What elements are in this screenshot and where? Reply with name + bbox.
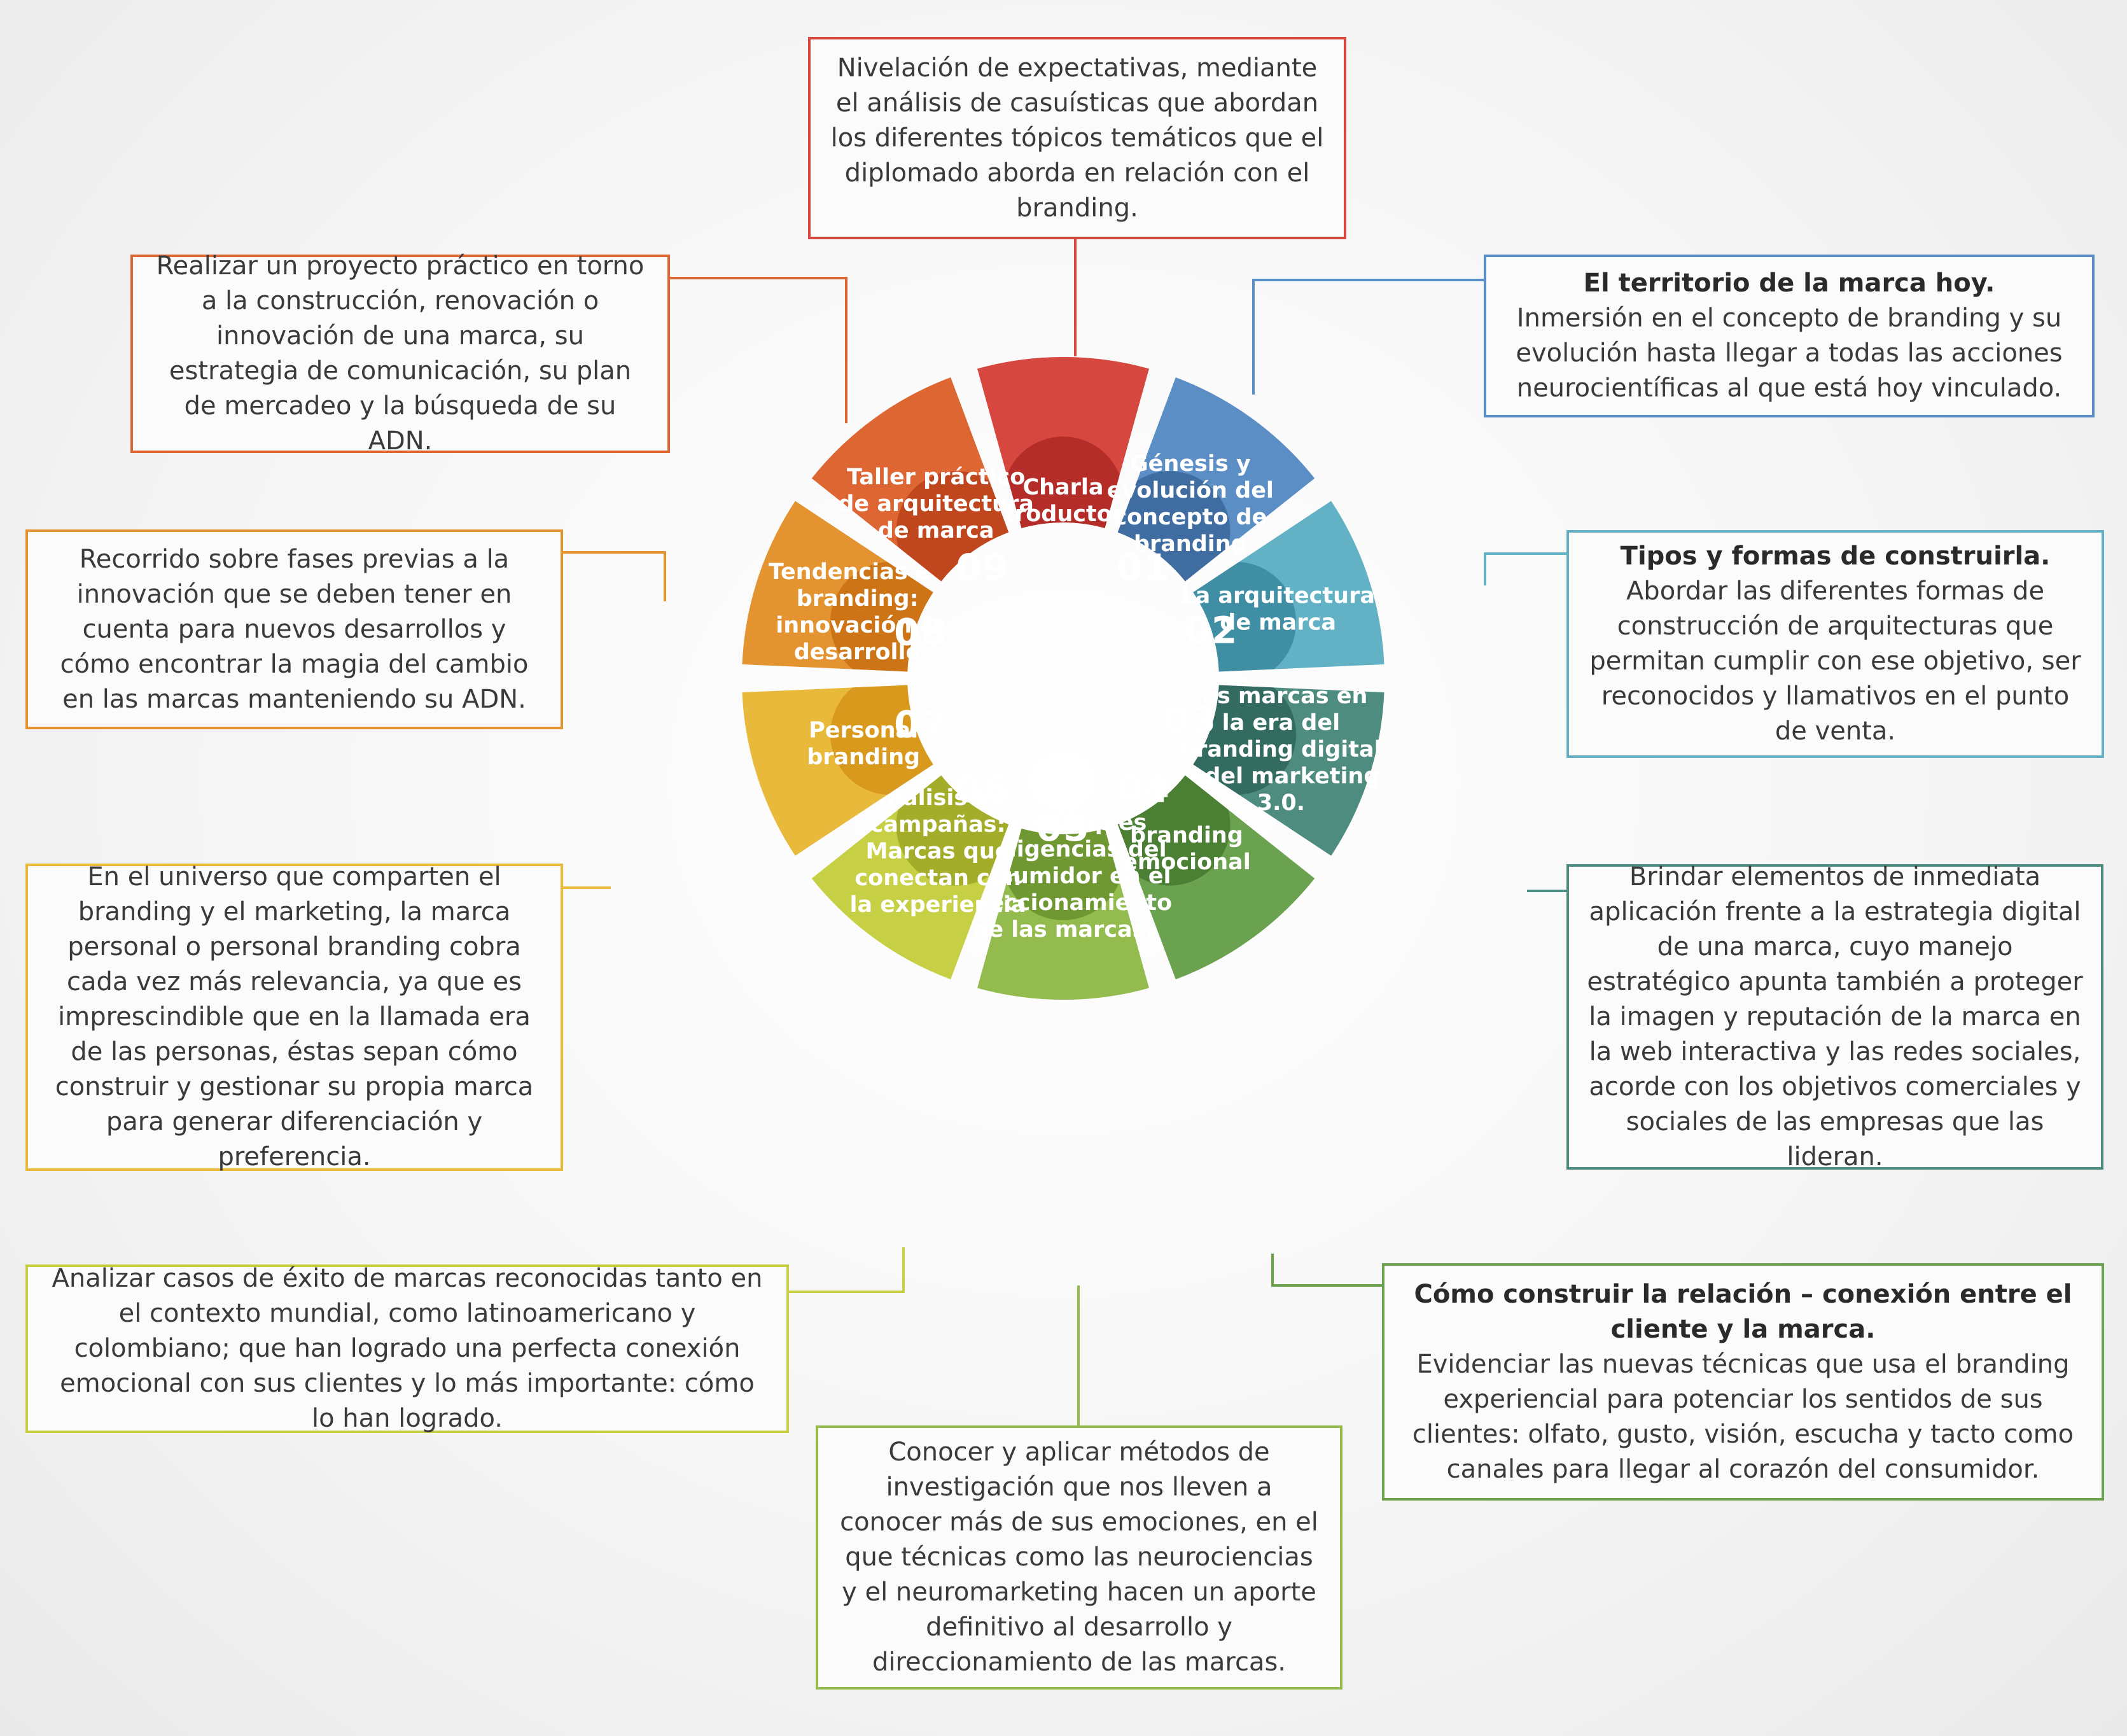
- segment-label-line: la era del: [1222, 710, 1340, 736]
- segment-label-line: branding: [1130, 823, 1243, 848]
- segment-number-05: 05: [1036, 806, 1091, 850]
- segment-label-line: las marcas en: [1194, 683, 1367, 709]
- segment-label-line: introductoria: [980, 501, 1145, 527]
- box-08-text: Recorrido sobre fases previas a la innov…: [60, 544, 529, 714]
- segment-label-line: la experiencia: [849, 892, 1026, 918]
- segment-label-line: Personal: [809, 718, 918, 743]
- segment-label-line: branding digital: [1180, 737, 1382, 762]
- box-07: En el universo que comparten el branding…: [25, 862, 563, 1172]
- box-charla-text: Nivelación de expectativas, mediante el …: [830, 53, 1324, 223]
- box-01-text: Inmersión en el concepto de branding y s…: [1516, 304, 2063, 403]
- box-03: Brindar elementos de inmediata aplicació…: [1566, 862, 2103, 1172]
- segment-label-line: evolución del: [1107, 478, 1274, 503]
- box-01-heading: El territorio de la marca hoy.: [1583, 269, 1995, 298]
- segment-label-line: de marca: [1220, 610, 1336, 635]
- segment-number-09: 09: [956, 546, 1010, 589]
- segment-number-07: 07: [894, 703, 948, 746]
- segment-number-06: 06: [956, 767, 1010, 811]
- box-02-text: Abordar las diferentes formas de constru…: [1589, 577, 2081, 746]
- segment-label-line: emocional: [1122, 850, 1251, 875]
- connector-lines: [563, 239, 1566, 1425]
- segment-number-08: 08: [894, 610, 948, 654]
- box-07-text: En el universo que comparten el branding…: [55, 862, 534, 1172]
- box-04: Cómo construir la relación – conexión en…: [1382, 1263, 2104, 1501]
- box-05-text: Conocer y aplicar métodos de investigaci…: [840, 1438, 1318, 1677]
- box-02-heading: Tipos y formas de construirla.: [1620, 542, 2051, 571]
- connector-01: [1252, 279, 1484, 395]
- segment-number-01: 01: [1117, 546, 1171, 589]
- segment-label-line: Las múltiples: [980, 810, 1147, 836]
- box-04-heading: Cómo construir la relación – conexión en…: [1414, 1279, 2072, 1344]
- segment-label-line: Charla: [1022, 475, 1103, 500]
- segment-label-line: Tendencias en: [769, 559, 947, 585]
- segment-number-03: 03: [1163, 698, 1217, 741]
- segment-label-line: de las marcas.: [972, 917, 1154, 942]
- segment-label-line: Marcas qué: [866, 839, 1010, 864]
- segment-label-line: innovación &: [776, 613, 939, 638]
- connector-02: [1484, 552, 1566, 585]
- box-04-text: Evidenciar las nuevas técnicas que usa e…: [1412, 1349, 2074, 1484]
- box-05: Conocer y aplicar métodos de investigaci…: [816, 1425, 1342, 1690]
- segment-number-04: 04: [1117, 767, 1171, 811]
- segment-label-line: concepto de: [1113, 505, 1267, 530]
- segment-label-line: direccionamiento: [954, 890, 1172, 916]
- segment-label-line: branding: [807, 745, 920, 770]
- segment-label-line: 3.0.: [1257, 790, 1305, 816]
- segment-label-line: branding:: [797, 586, 919, 612]
- segment-label-line: Génesis y: [1130, 451, 1251, 477]
- box-02: Tipos y formas de construirla. Abordar l…: [1566, 530, 2104, 758]
- connector-06: [789, 1247, 905, 1293]
- segment-label-line: de arquitectura: [838, 491, 1034, 517]
- connector-08: [563, 551, 666, 601]
- connector-04: [1271, 1254, 1382, 1287]
- box-06-text: Analizar casos de éxito de marcas recono…: [52, 1264, 763, 1433]
- segment-label-line: Taller práctico: [847, 465, 1025, 490]
- segment-label-line: campañas:: [870, 812, 1006, 837]
- segment-label-line: de marca: [878, 518, 994, 543]
- segment-label-line: y del marketing: [1182, 764, 1379, 789]
- box-03-text: Brindar elementos de inmediata aplicació…: [1587, 862, 2083, 1172]
- segment-label-line: conectan con: [854, 865, 1021, 891]
- segment-label-line: branding: [1134, 531, 1247, 557]
- segment-number-02: 02: [1185, 608, 1239, 652]
- box-09: Realizar un proyecto práctico en torno a…: [130, 251, 670, 456]
- box-09-text: Realizar un proyecto práctico en torno a…: [156, 251, 645, 456]
- box-08: Recorrido sobre fases previas a la innov…: [25, 529, 563, 729]
- connector-09: [670, 277, 847, 423]
- box-06: Analizar casos de éxito de marcas recono…: [25, 1264, 789, 1433]
- box-charla: Nivelación de expectativas, mediante el …: [808, 37, 1346, 239]
- box-01: El territorio de la marca hoy. Inmersión…: [1484, 255, 2095, 417]
- segment-label-line: La arquitectura: [1181, 583, 1375, 608]
- segment-label-line: desarrollo: [794, 640, 921, 665]
